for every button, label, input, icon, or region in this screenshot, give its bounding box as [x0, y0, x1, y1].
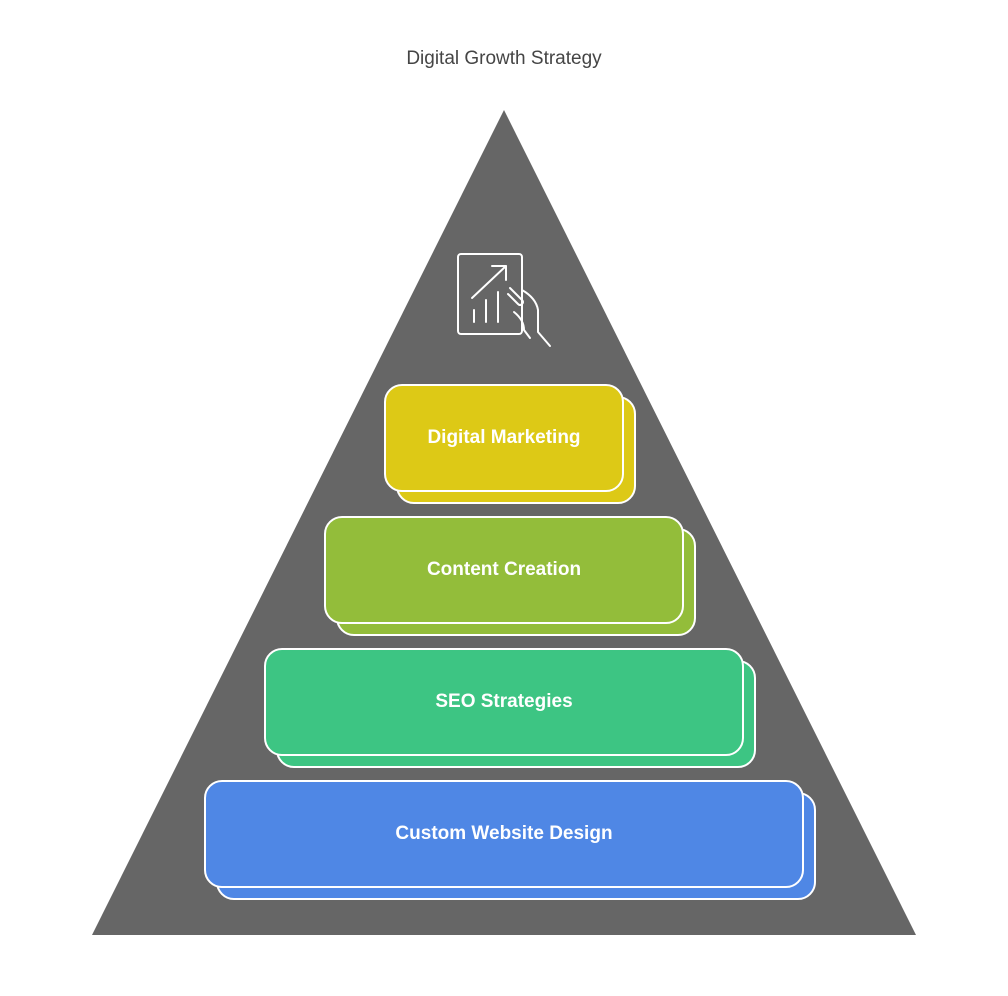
- tier-card: SEO Strategies: [264, 648, 744, 756]
- tier-label: Custom Website Design: [395, 823, 613, 844]
- tier-label: Digital Marketing: [427, 427, 581, 448]
- analytics-tablet-icon: [457, 253, 551, 347]
- tier-card: Custom Website Design: [204, 780, 804, 888]
- tier-card: Content Creation: [324, 516, 684, 624]
- tier-label: SEO Strategies: [435, 691, 573, 712]
- tier-label: Content Creation: [426, 559, 582, 580]
- tier-card: Digital Marketing: [384, 384, 624, 492]
- diagram-title: Digital Growth Strategy: [406, 48, 602, 69]
